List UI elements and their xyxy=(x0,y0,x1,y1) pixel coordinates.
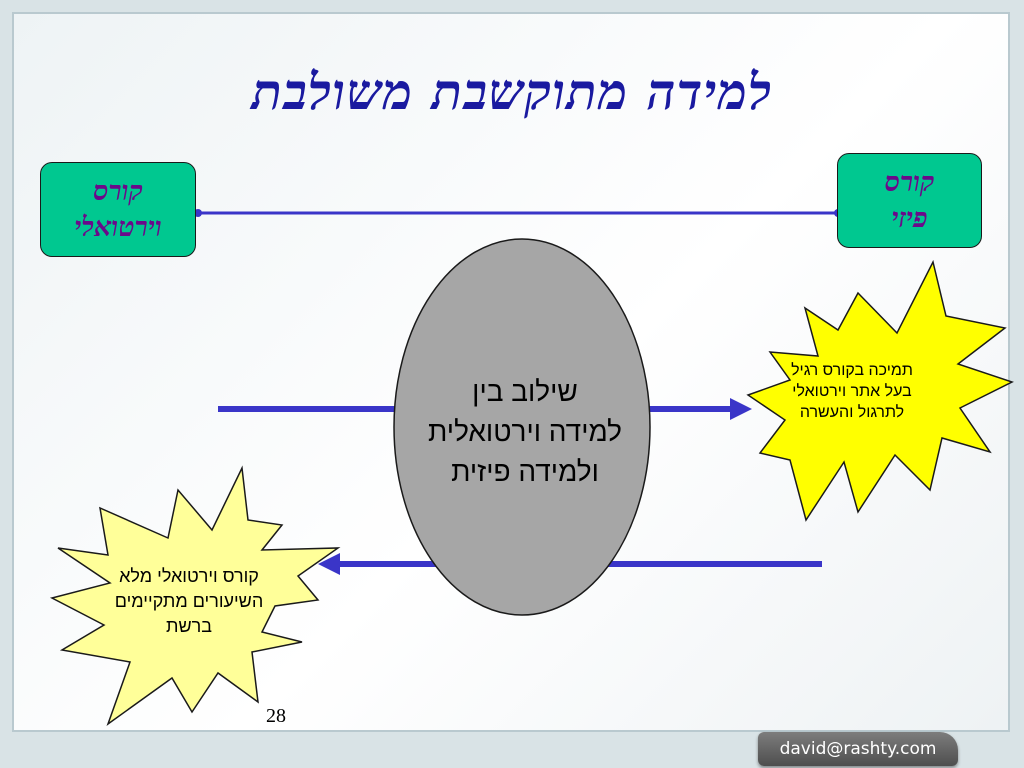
right-star-line1: תמיכה בקורס רגיל xyxy=(791,362,913,379)
email-badge: david@rashty.com xyxy=(758,732,958,766)
center-ellipse-text: שילוב בין למידה וירטואלית ולמידה פיזית xyxy=(400,372,650,492)
physical-course-label-line1: קורס xyxy=(884,166,935,198)
right-star-line3: לתרגול והעשרה xyxy=(799,404,905,421)
left-star-line2: השיעורים מתקיימים xyxy=(114,591,264,611)
page-number: 28 xyxy=(266,705,286,727)
center-ellipse-line2: למידה וירטואלית xyxy=(428,416,622,447)
physical-course-label-line2: פיזי xyxy=(891,202,928,234)
virtual-course-label-line1: קורס xyxy=(93,175,143,207)
right-star-text: תמיכה בקורס רגיל בעל אתר וירטואלי לתרגול… xyxy=(752,360,952,423)
center-ellipse-line1: שילוב בין xyxy=(472,376,578,407)
right-explosion-star xyxy=(746,259,1014,522)
slide-title: למידה מתוקשבת משולבת xyxy=(251,62,773,121)
virtual-course-label-line2: וירטואלי xyxy=(74,211,162,243)
left-connector-dot xyxy=(194,209,202,217)
left-star-line1: קורס וירטואלי מלא xyxy=(119,566,259,586)
right-star-line2: בעל אתר וירטואלי xyxy=(792,383,912,400)
center-ellipse xyxy=(393,238,651,616)
lower-arrow-head xyxy=(318,553,340,575)
physical-course-box: קורס פיזי xyxy=(837,153,982,248)
middle-arrow-head xyxy=(730,398,752,420)
left-star-line3: ברשת xyxy=(166,616,212,636)
left-star-text: קורס וירטואלי מלא השיעורים מתקיימים ברשת xyxy=(76,564,302,639)
center-ellipse-line3: ולמידה פיזית xyxy=(451,456,599,487)
virtual-course-box: קורס וירטואלי xyxy=(40,162,196,257)
left-explosion-star xyxy=(49,465,341,727)
